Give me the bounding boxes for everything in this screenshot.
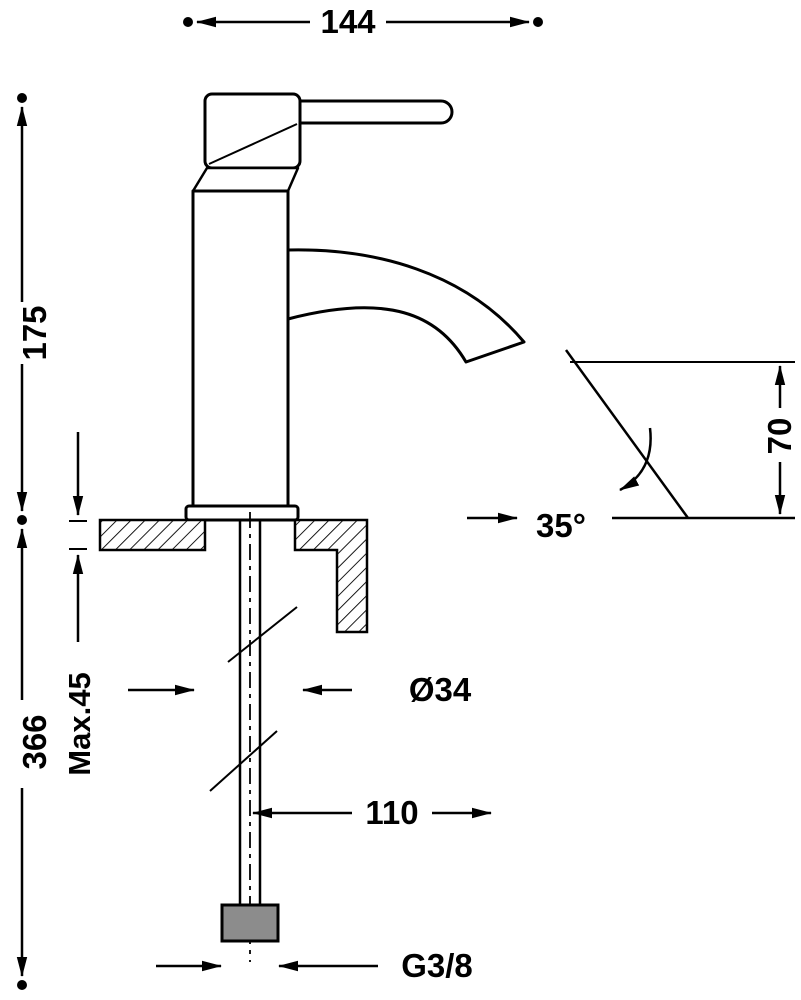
dim-o34: Ø34 — [128, 671, 472, 708]
dim-366: 366 — [16, 528, 53, 990]
lever-handle — [296, 99, 454, 125]
dimension-endpoint-dot — [17, 93, 27, 103]
angle-reference-diagonal — [564, 349, 690, 519]
dim-label-366: 366 — [16, 714, 53, 769]
dimension-endpoint-dot — [17, 980, 27, 990]
faucet — [184, 92, 526, 522]
countertop — [98, 518, 369, 634]
dim-label-70: 70 — [761, 418, 798, 455]
dimension-endpoint-dot — [183, 17, 193, 27]
pipe-break-line-2 — [209, 730, 278, 792]
countertop-left-section — [98, 518, 207, 552]
faucet-spout — [286, 248, 526, 364]
dimension-endpoint-dot — [533, 17, 543, 27]
dim-g38: G3/8 — [156, 947, 473, 984]
dim-175: 175 — [16, 93, 53, 525]
dim-144: 144 — [183, 3, 543, 40]
dim-max45: Max.45 — [62, 432, 97, 776]
dim-35deg: 35° — [467, 349, 795, 544]
handle-joint-line — [208, 123, 298, 165]
base-plate — [184, 504, 300, 522]
faucet-body — [191, 189, 290, 508]
dimension-endpoint-dot — [17, 515, 27, 525]
dim-label-g38: G3/8 — [401, 947, 473, 984]
countertop-right-section — [293, 518, 369, 634]
dim-label-110: 110 — [365, 794, 418, 831]
dim-label-175: 175 — [16, 305, 53, 360]
dim-label-o34: Ø34 — [409, 671, 472, 708]
dim-110: 110 — [252, 794, 492, 831]
dim-label-144: 144 — [320, 3, 376, 40]
handle-base — [203, 92, 302, 170]
dim-label-35deg: 35° — [536, 507, 586, 544]
dim-70: 70 — [570, 361, 798, 515]
body-transition — [191, 166, 300, 193]
mounting-nut — [220, 903, 280, 943]
pipe-break-line-1 — [227, 606, 298, 663]
dimensions: 144 175 366 Max.45 — [16, 3, 798, 990]
angle-arc-arrow — [619, 427, 652, 492]
dim-label-max45: Max.45 — [62, 672, 97, 775]
supply-line — [209, 512, 298, 962]
